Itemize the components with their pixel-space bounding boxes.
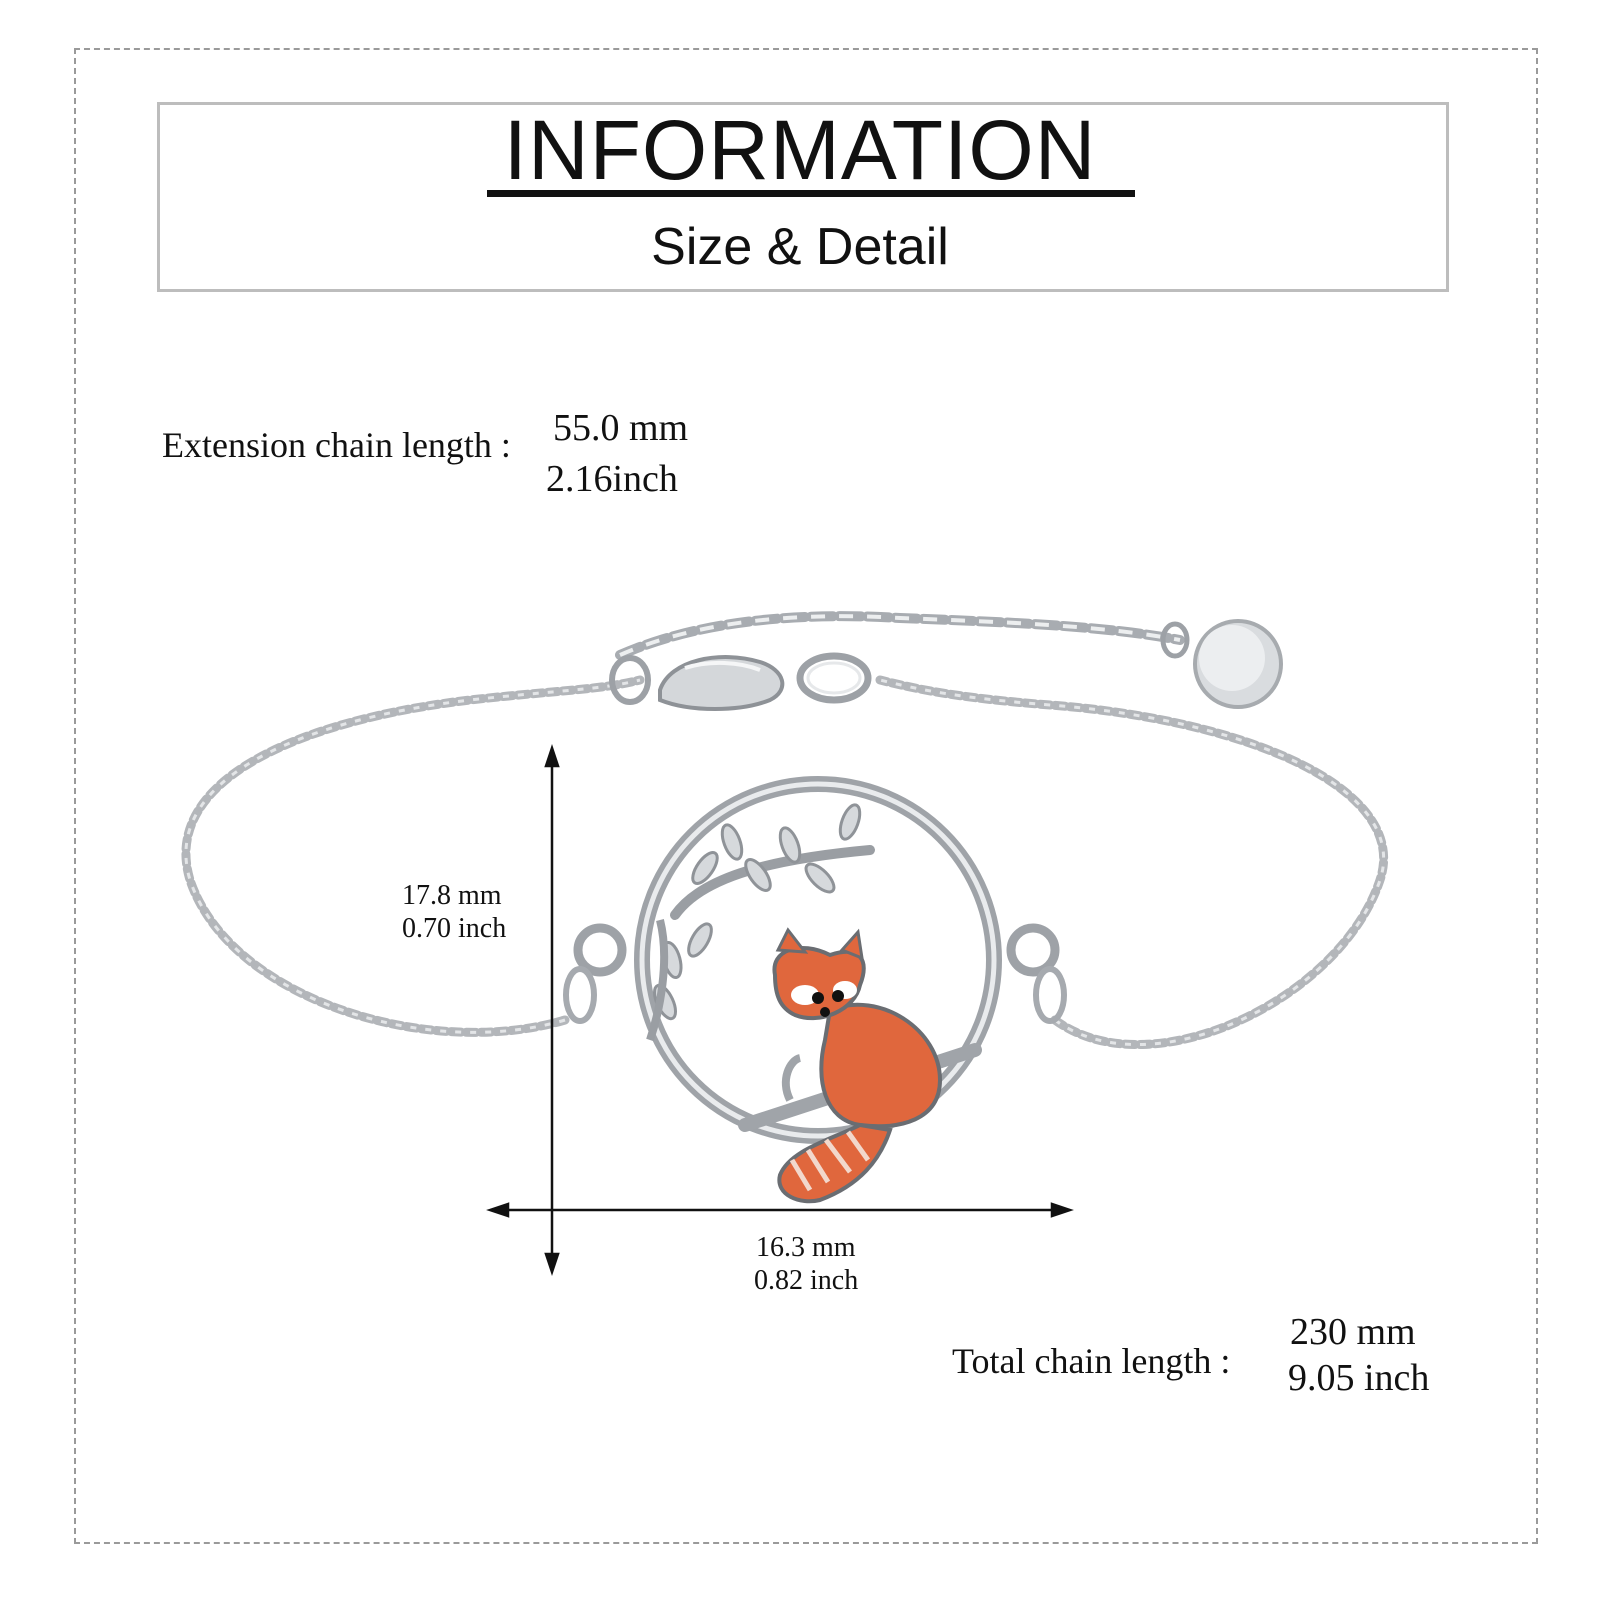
extension-chain-label: Extension chain length :	[162, 425, 511, 465]
width-inch: 0.82 inch	[754, 1265, 859, 1296]
height-inch: 0.70 inch	[402, 913, 507, 944]
branch-top	[646, 803, 875, 1042]
title-underline	[487, 190, 1135, 197]
tag-disc	[1160, 619, 1283, 709]
total-chain-inch: 9.05 inch	[1288, 1357, 1430, 1399]
page-title: INFORMATION	[503, 103, 1097, 197]
header-box	[157, 102, 1449, 292]
height-mm: 17.8 mm	[402, 880, 502, 911]
total-chain-label: Total chain length :	[952, 1341, 1231, 1381]
page-border	[74, 48, 1538, 1544]
extension-chain-inch: 2.16inch	[546, 458, 678, 500]
extension-chain-mm: 55.0 mm	[553, 407, 689, 449]
width-dimension	[486, 1202, 1074, 1218]
red-panda	[772, 927, 943, 1204]
lobster-clasp	[609, 652, 872, 711]
page-subtitle: Size & Detail	[651, 218, 949, 276]
total-chain-mm: 230 mm	[1290, 1311, 1416, 1353]
extension-chain	[615, 611, 1185, 660]
pendant-ring	[634, 776, 1002, 1144]
height-dimension	[544, 744, 560, 1276]
width-mm: 16.3 mm	[756, 1232, 856, 1263]
side-loops	[563, 923, 1067, 1024]
